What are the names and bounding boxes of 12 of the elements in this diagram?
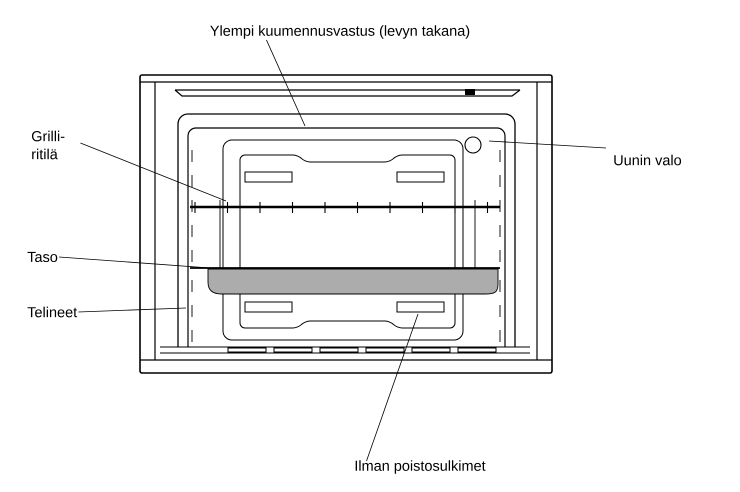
callout-label: Taso [28, 252, 58, 262]
callout-label: Ylempi kuumennusvastus (levyn takana) [210, 25, 470, 39]
leader-line [78, 308, 186, 312]
leader-line [366, 314, 418, 462]
leader-line [488, 140, 606, 148]
callout-label: Uunin valo [614, 154, 682, 166]
leader-line [80, 142, 226, 202]
callout-label: Telineet [28, 306, 78, 318]
callout-label: Ilman poistosulkimet [356, 460, 486, 474]
leader-line [266, 40, 306, 126]
callout-label: Grilli- ritilä [32, 130, 64, 160]
leader-line [58, 256, 210, 268]
